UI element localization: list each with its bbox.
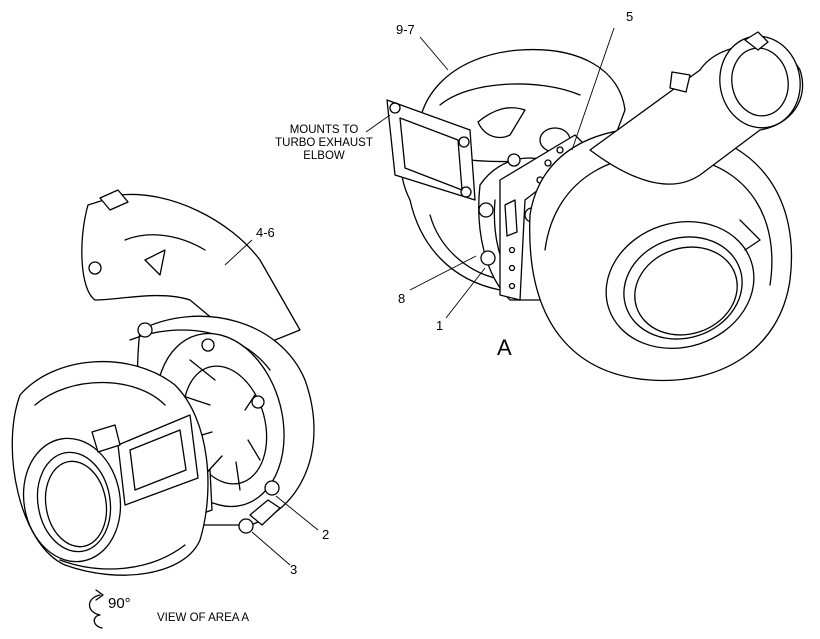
leader-4-6 xyxy=(224,239,253,266)
callout-1: 1 xyxy=(436,318,444,333)
leader-lines xyxy=(224,27,615,566)
exhaust-flange-right xyxy=(386,99,476,201)
bolt-right-2 xyxy=(480,250,496,266)
callout-2: 2 xyxy=(322,527,330,542)
view-of-area-label: VIEW OF AREA A xyxy=(157,612,250,624)
left-turbocharger xyxy=(11,189,315,576)
leader-1 xyxy=(445,267,486,319)
rotation-arrow-icon xyxy=(88,589,104,629)
callout-5: 5 xyxy=(626,9,634,24)
mounting-bracket-right xyxy=(499,134,591,301)
mounts-note: MOUNTS TO TURBO EXHAUST ELBOW xyxy=(275,124,373,162)
bolt-left-2 xyxy=(264,480,280,496)
bolt-left-3 xyxy=(238,518,254,534)
leader-2 xyxy=(275,495,319,531)
leader-8 xyxy=(409,255,477,291)
bolt-left-top xyxy=(137,322,153,338)
bolt-right-1 xyxy=(478,202,494,218)
leader-3 xyxy=(251,531,291,566)
leader-5 xyxy=(571,27,615,151)
leader-mounts xyxy=(365,114,391,133)
compressor-elbow-left xyxy=(81,193,301,351)
leader-9-7 xyxy=(419,36,449,71)
rotation-label: 90° xyxy=(108,595,131,612)
right-turbocharger xyxy=(386,31,804,382)
callout-8: 8 xyxy=(398,291,406,306)
area-letter: A xyxy=(497,335,512,360)
callout-4-6: 4-6 xyxy=(256,225,275,240)
turbine-flange-left xyxy=(117,414,199,506)
callout-3: 3 xyxy=(290,562,298,577)
callout-9-7: 9-7 xyxy=(396,22,415,37)
turbine-outlet-left xyxy=(22,437,122,563)
